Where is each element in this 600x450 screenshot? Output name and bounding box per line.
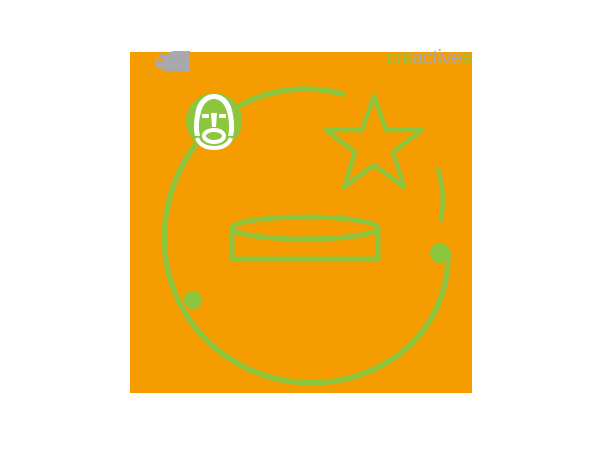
orbit-node-right[interactable] xyxy=(430,243,450,263)
wordmark-segment-s: s xyxy=(461,47,472,69)
wordmark-segment-active: active xyxy=(412,47,462,69)
mask-mouth xyxy=(202,128,226,144)
cylinder-top-ellipse xyxy=(229,214,381,242)
gray-shape-path xyxy=(155,51,190,71)
gray-partial-image xyxy=(155,51,190,71)
mask-jaw xyxy=(195,137,233,151)
wordmark-segment-cre: cre xyxy=(386,47,413,69)
hand-drawn-orbit-circle xyxy=(161,86,451,386)
gray-graphic-svg xyxy=(155,51,190,71)
mask-hood-outline xyxy=(193,94,235,136)
mask-left-eye xyxy=(202,114,209,118)
five-point-star xyxy=(323,93,425,190)
brand-wordmark: creactives xyxy=(386,47,472,69)
orbit-arc-secondary xyxy=(435,167,445,223)
mask-right-eye xyxy=(219,114,226,118)
mask-face-icon[interactable] xyxy=(185,92,243,151)
slide-artwork xyxy=(161,86,451,386)
orbit-node-left[interactable] xyxy=(184,291,202,309)
gray-shape-notch xyxy=(157,57,163,62)
mask-face-icon-svg xyxy=(186,93,242,151)
mask-nose xyxy=(211,113,217,127)
cylinder-platform xyxy=(229,214,381,262)
orbit-arc-main xyxy=(161,86,451,386)
